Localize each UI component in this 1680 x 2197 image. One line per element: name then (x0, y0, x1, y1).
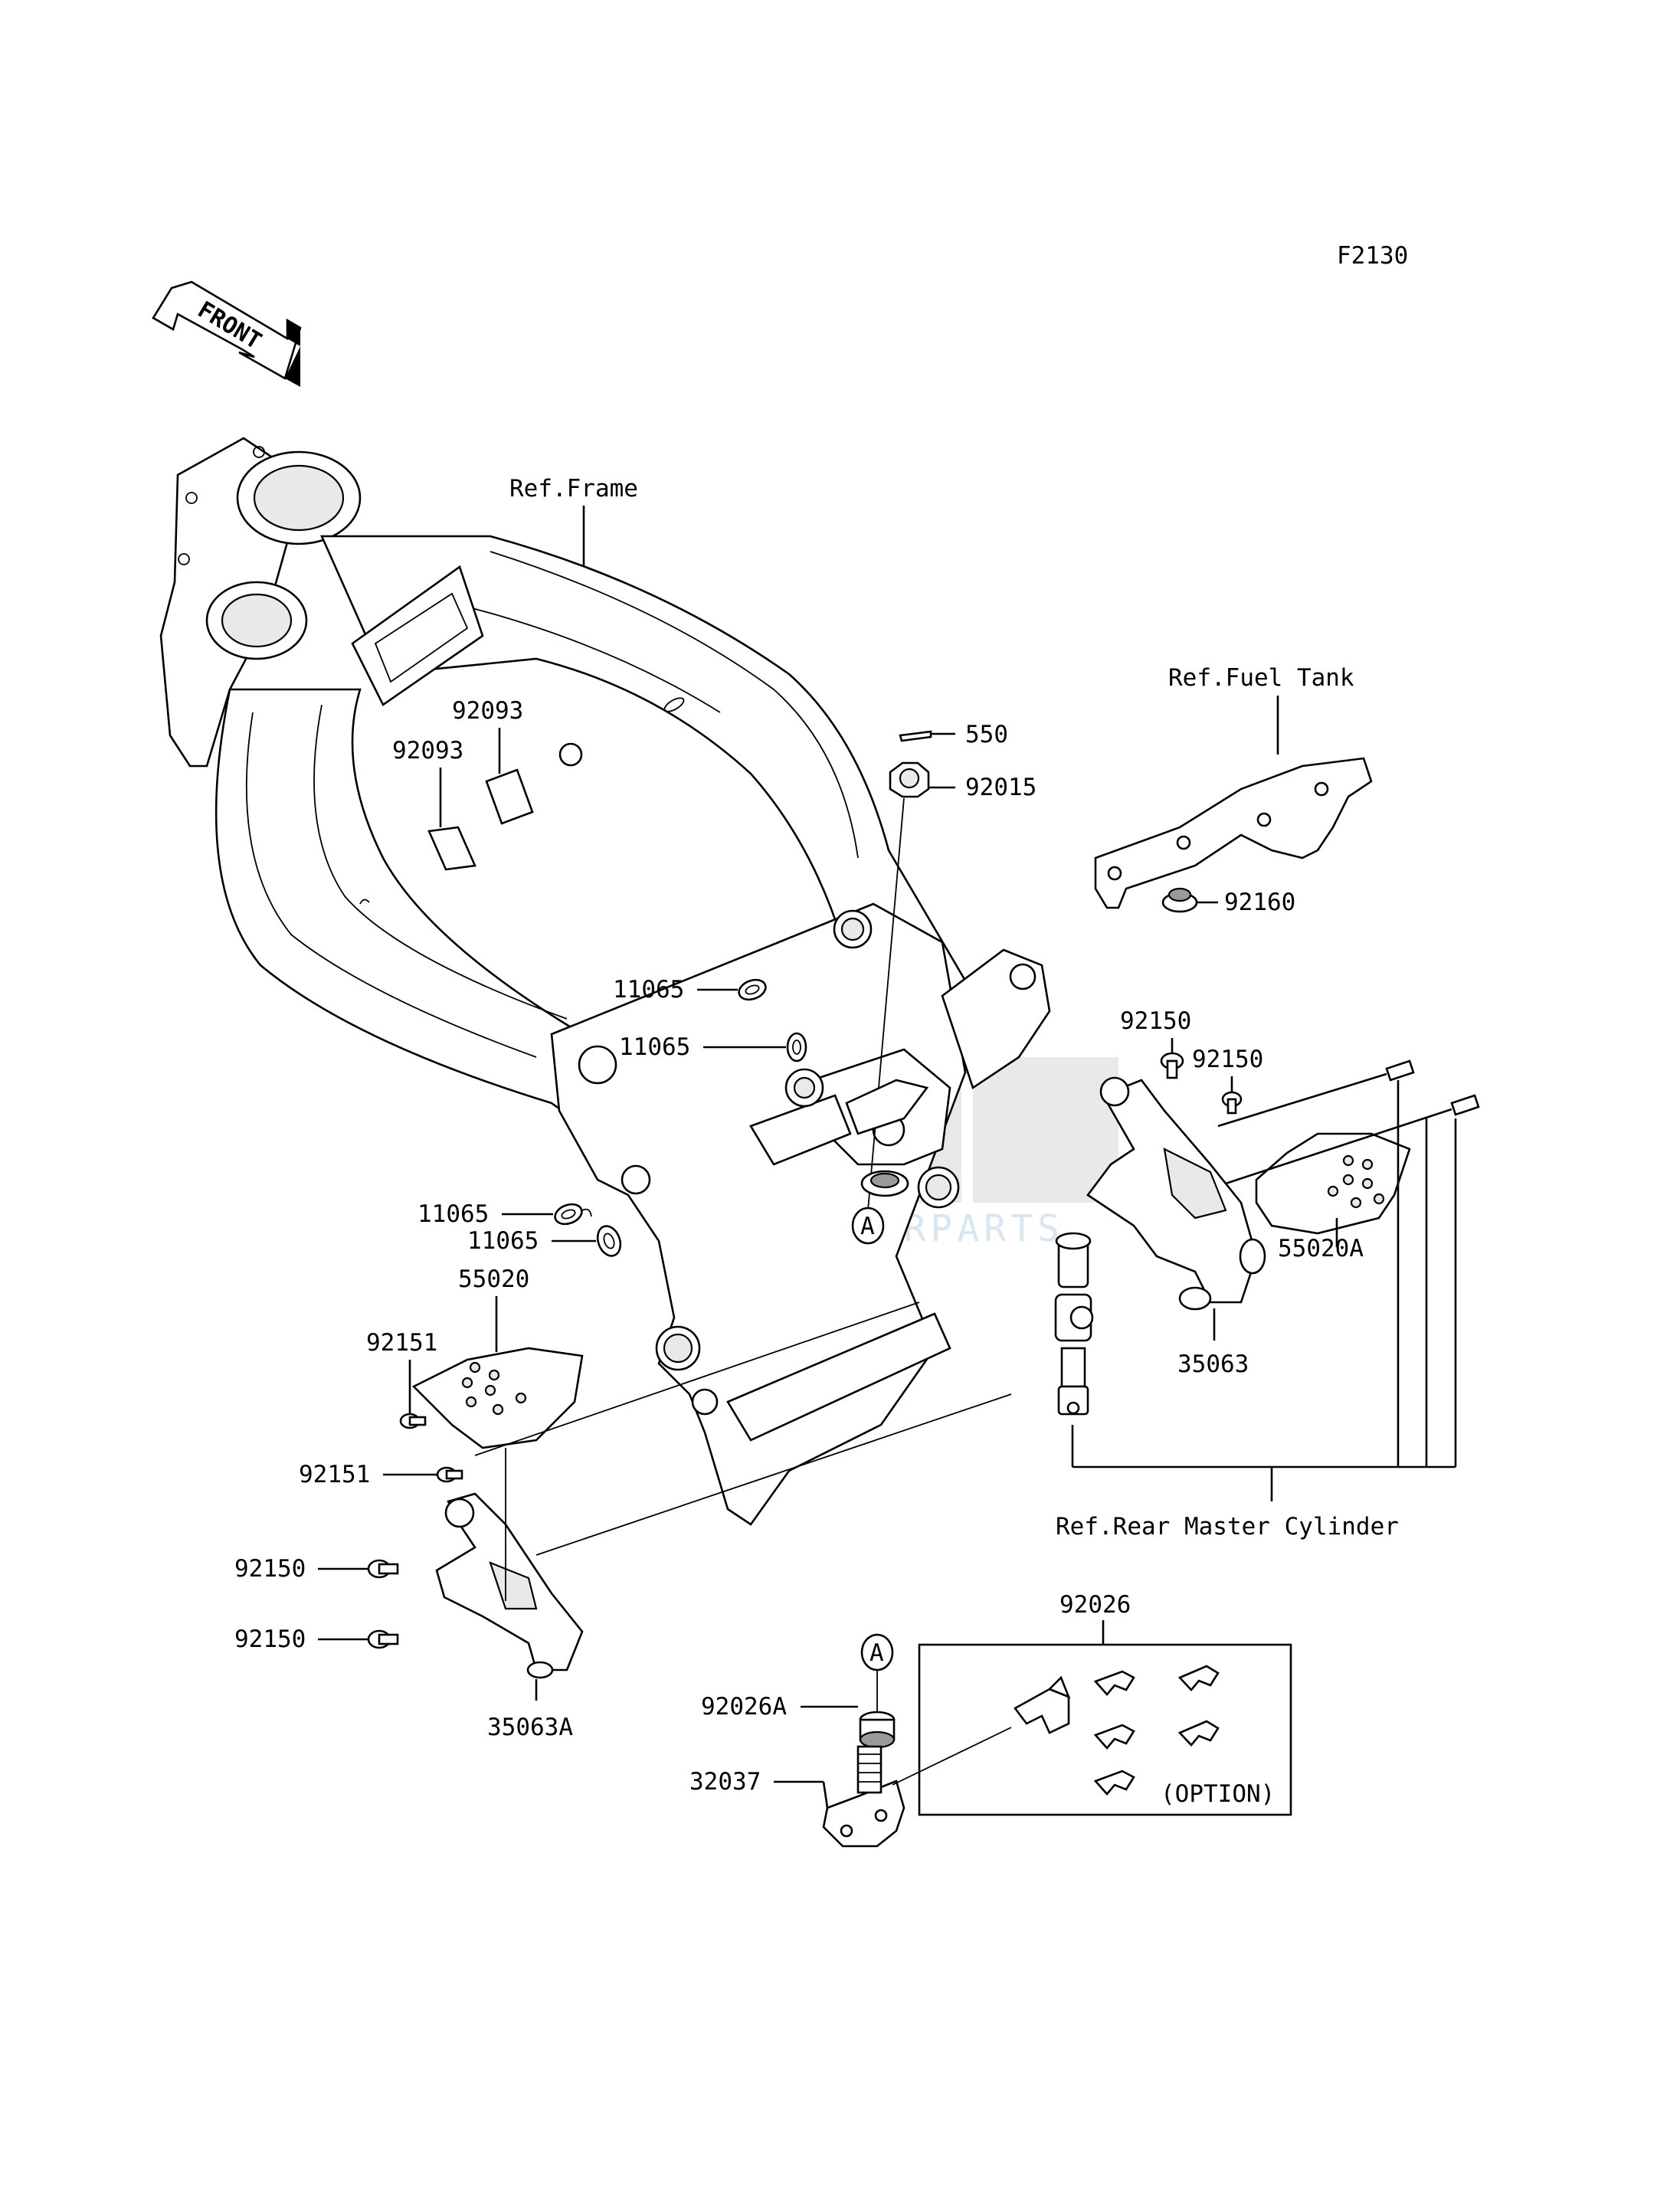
svg-text:92150: 92150 (1192, 1046, 1263, 1073)
ref-frame-label: Ref.Frame (509, 475, 638, 503)
figure-code: F2130 (1337, 242, 1408, 270)
bolt-92151-b (436, 1466, 463, 1483)
rear-master-cylinder (1054, 1232, 1094, 1416)
part-label-32037[interactable]: 32037 (689, 1768, 829, 1809)
part-label-55020A[interactable]: 55020A (1278, 1218, 1364, 1262)
ref-frame: Ref.Frame (509, 475, 638, 567)
callout-a-upper-text: A (860, 1213, 875, 1240)
svg-text:550: 550 (965, 721, 1008, 748)
part-label-92151-b[interactable]: 92151 (299, 1461, 437, 1488)
bolt-long-a (1217, 1059, 1415, 1128)
cotter-pin (899, 730, 955, 742)
part-callouts: 550 92015 92160 92093 92093 11065 11065 (234, 697, 1364, 1809)
callout-a-lower-text: A (869, 1639, 884, 1667)
bolt-long-b (1225, 1094, 1480, 1185)
part-label-11065-c[interactable]: 11065 (418, 1200, 553, 1228)
svg-text:55020: 55020 (458, 1265, 529, 1293)
part-label-92151-a[interactable]: 92151 (366, 1329, 437, 1413)
option-box: (OPTION) (918, 1620, 1292, 1816)
svg-text:92093: 92093 (392, 737, 463, 765)
svg-text:92160: 92160 (1224, 889, 1295, 916)
castle-nut (867, 761, 955, 1211)
part-label-92150-right-a[interactable]: 92150 (1120, 1007, 1191, 1053)
option-label: (OPTION) (1161, 1780, 1275, 1808)
part-label-92026[interactable]: 92026 (1059, 1591, 1131, 1619)
left-footrest-assembly (367, 1302, 1012, 1679)
bolt-92151-a (399, 1413, 427, 1429)
svg-text:55020A: 55020A (1278, 1235, 1364, 1262)
svg-text:11065: 11065 (418, 1200, 489, 1228)
part-label-92015[interactable]: 92015 (965, 774, 1036, 801)
svg-text:92026: 92026 (1059, 1591, 1131, 1619)
svg-text:92150: 92150 (234, 1555, 306, 1583)
svg-text:92151: 92151 (366, 1329, 437, 1357)
bolt-92150-left-b (367, 1629, 399, 1649)
svg-text:92150: 92150 (234, 1626, 306, 1653)
part-label-92150-left-b[interactable]: 92150 (234, 1626, 368, 1653)
part-label-11065-d[interactable]: 11065 (467, 1227, 596, 1255)
svg-text:11065: 11065 (467, 1227, 539, 1255)
callout-a-upper: A (851, 1207, 885, 1245)
svg-text:11065: 11065 (619, 1033, 690, 1061)
svg-text:92093: 92093 (452, 697, 523, 725)
part-label-92160[interactable]: 92160 (1197, 889, 1295, 916)
svg-text:92150: 92150 (1120, 1007, 1191, 1035)
svg-text:92026A: 92026A (701, 1693, 787, 1721)
bolt-92150-right-b (1221, 1091, 1243, 1115)
callout-a-lower: A (860, 1633, 894, 1671)
engine-mount (845, 1079, 929, 1197)
part-label-92093-right[interactable]: 92093 (452, 697, 523, 774)
svg-text:92151: 92151 (299, 1461, 370, 1488)
svg-text:35063A: 35063A (487, 1714, 573, 1741)
svg-text:92015: 92015 (965, 774, 1036, 801)
part-label-92026A[interactable]: 92026A (701, 1693, 858, 1721)
grommets (554, 978, 807, 1257)
svg-text:11065: 11065 (613, 976, 684, 1004)
part-label-550[interactable]: 550 (965, 721, 1008, 748)
right-footrest-assembly: Ref.Rear Master Cylinder (1054, 1052, 1480, 1541)
front-arrow-icon: FRONT (152, 280, 302, 387)
bolt-92150-right-a (1160, 1052, 1184, 1079)
ref-rear-master-cylinder-label: Ref.Rear Master Cylinder (1056, 1513, 1399, 1541)
part-label-35063[interactable]: 35063 (1177, 1308, 1249, 1378)
pivot-adjuster (822, 1670, 1012, 1848)
part-label-11065-a[interactable]: 11065 (613, 976, 738, 1004)
part-label-92150-right-b[interactable]: 92150 (1192, 1046, 1263, 1092)
svg-text:35063: 35063 (1177, 1351, 1249, 1378)
fuel-tank-bracket: Ref.Fuel Tank (1094, 664, 1373, 913)
svg-text:32037: 32037 (689, 1768, 761, 1796)
part-label-55020[interactable]: 55020 (458, 1265, 529, 1352)
labels-92093 (427, 768, 534, 871)
part-label-92093-left[interactable]: 92093 (392, 737, 463, 827)
ref-fuel-tank-label: Ref.Fuel Tank (1168, 664, 1354, 692)
part-label-11065-b[interactable]: 11065 (619, 1033, 786, 1061)
part-label-35063A[interactable]: 35063A (487, 1679, 573, 1741)
frame-illustration (159, 437, 1051, 1526)
bolt-92150-left-a (367, 1559, 399, 1579)
part-label-92150-left-a[interactable]: 92150 (234, 1555, 368, 1583)
